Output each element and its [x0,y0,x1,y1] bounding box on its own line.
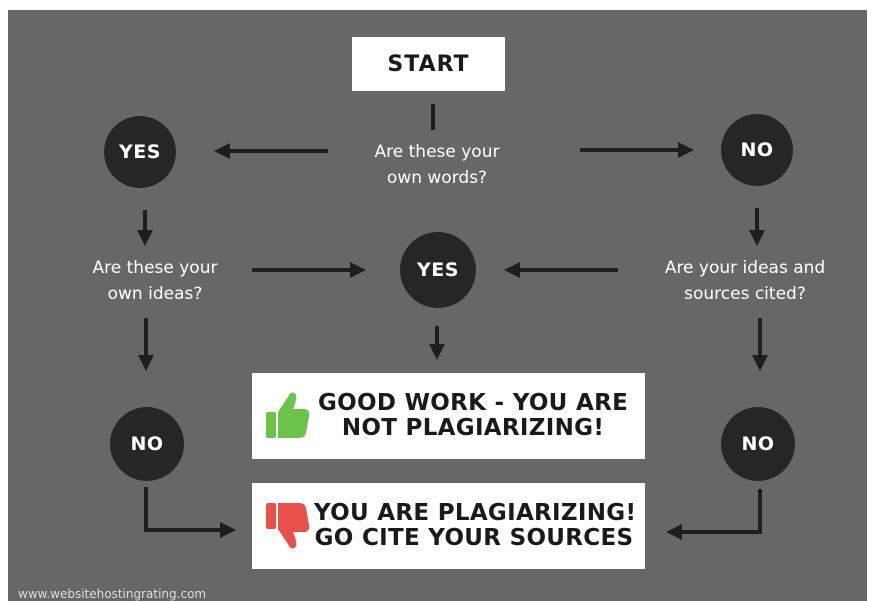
good-work-text: GOOD WORK - YOU ARE NOT PLAGIARIZING! [318,391,628,441]
start-label: START [387,51,470,77]
good-work-line-1: GOOD WORK - YOU ARE [318,390,629,416]
no-node-top: NO [721,114,793,186]
plagiarizing-line-2: GO CITE YOUR SOURCES [314,525,634,551]
plagiarizing-text: YOU ARE PLAGIARIZING! GO CITE YOUR SOURC… [314,500,637,551]
arrow-no-left-to-bad [144,487,236,538]
question-own-ideas-line-1: Are these your [92,258,218,278]
plagiarizing-box: YOU ARE PLAGIARIZING! GO CITE YOUR SOURC… [252,483,645,569]
yes-node-top: YES [104,116,176,188]
no-node-right: NO [721,407,795,481]
question-own-words-line-2: own words? [386,168,488,188]
start-box: START [352,37,505,91]
question-own-ideas-line-2: own ideas? [107,284,203,304]
question-cited: Are your ideas and sources cited? [645,255,845,307]
question-own-ideas: Are these your own ideas? [70,255,240,307]
question-cited-line-1: Are your ideas and [664,258,826,278]
yes-node-middle: YES [400,232,476,308]
arrow-no-right-to-bad [666,489,762,540]
good-work-box: GOOD WORK - YOU ARE NOT PLAGIARIZING! [252,373,645,459]
watermark: www.websitehostingrating.com [18,587,207,601]
question-own-words: Are these your own words? [352,139,522,191]
question-own-words-line-1: Are these your [374,142,500,162]
no-node-left: NO [110,407,184,481]
thumbs-down-icon [266,501,310,553]
thumbs-up-icon [266,388,310,440]
good-work-line-2: NOT PLAGIARIZING! [341,415,605,441]
plagiarizing-line-1: YOU ARE PLAGIARIZING! [314,500,637,526]
question-cited-line-2: sources cited? [684,284,806,304]
